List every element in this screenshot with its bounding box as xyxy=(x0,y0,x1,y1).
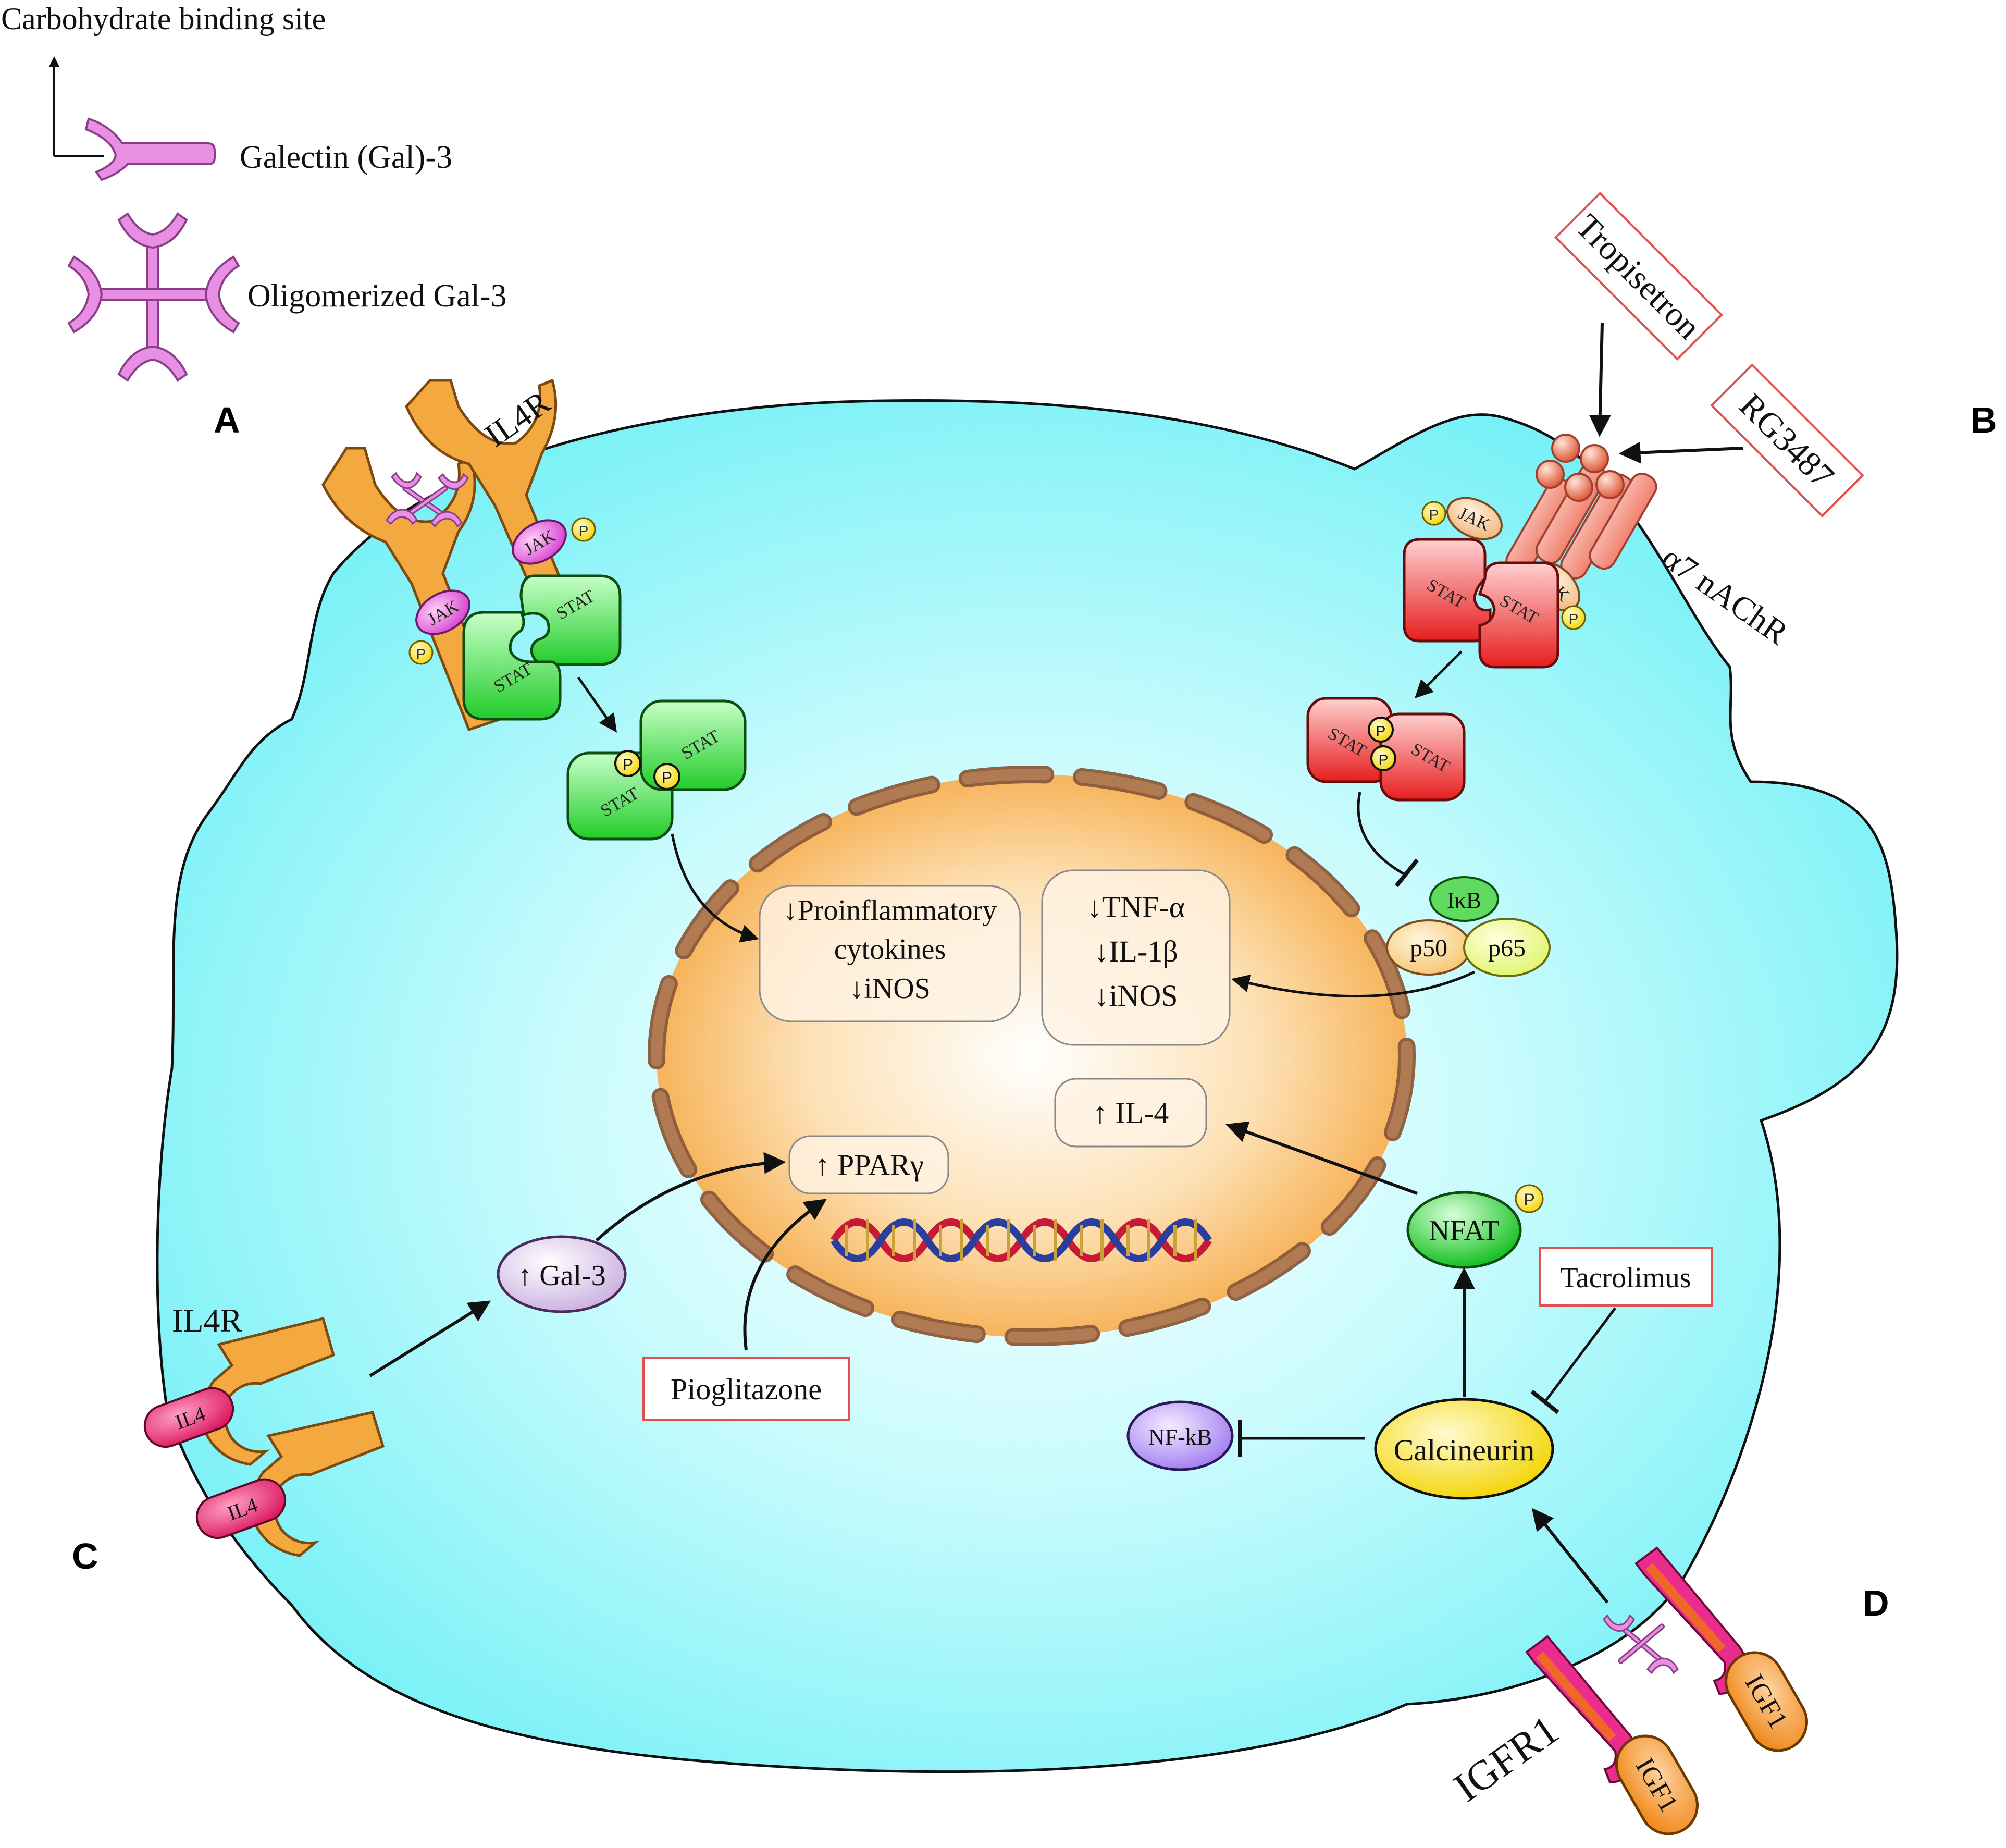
jak-icon: JAK xyxy=(415,589,470,635)
dna-helix-icon xyxy=(831,1218,1212,1262)
svg-text:P: P xyxy=(579,523,589,539)
igf1-ligand-icon: IGF1 xyxy=(1725,1651,1808,1752)
arrow-pioglitazone-to-ppar xyxy=(743,1199,827,1350)
svg-text:Calcineurin: Calcineurin xyxy=(1394,1433,1535,1467)
svg-text:NF-kB: NF-kB xyxy=(1148,1424,1212,1450)
nucleus-box-proinflammatory: ↓Proinflammatory cytokines ↓iNOS xyxy=(759,885,1021,1022)
p65-icon: p65 xyxy=(1463,918,1551,977)
legend: Carbohydrate binding site Galectin (Gal)… xyxy=(1,2,507,382)
inhibit-calcineurin xyxy=(1544,1307,1616,1403)
stat-dimer-phosphorylated: STAT STAT P P xyxy=(1306,697,1466,802)
svg-text:P: P xyxy=(1569,611,1579,627)
svg-text:↑ IL-4: ↑ IL-4 xyxy=(1093,1096,1169,1130)
svg-text:p65: p65 xyxy=(1488,934,1526,962)
jak-icon: JAK xyxy=(512,519,567,565)
svg-text:P: P xyxy=(1379,751,1389,768)
phosphate-icon: P xyxy=(408,640,434,665)
igfr1-label: IGFR1 xyxy=(1446,1707,1567,1811)
svg-text:↓iNOS: ↓iNOS xyxy=(849,972,931,1005)
panel-a-il4r-complex: JAK P JAK P STAT STAT IL4R ST xyxy=(321,378,759,943)
gal3-icon: ↑ Gal-3 xyxy=(497,1235,627,1313)
svg-text:↓TNF-α: ↓TNF-α xyxy=(1087,890,1185,924)
arrow-gal3-to-ppar xyxy=(595,1152,786,1242)
stat-icon: STAT xyxy=(1403,538,1492,643)
svg-text:cytokines: cytokines xyxy=(834,933,946,966)
nucleus-box-il4: ↑ IL-4 xyxy=(1054,1078,1207,1148)
stat-icon: STAT xyxy=(519,574,622,666)
oligomerized-gal3-icon xyxy=(67,212,240,382)
svg-text:Tacrolimus: Tacrolimus xyxy=(1560,1262,1691,1294)
arrow-stat-green xyxy=(577,676,617,733)
svg-text:Tropisetron: Tropisetron xyxy=(1568,207,1708,347)
stat-icon: STAT xyxy=(462,611,562,721)
a7-nachr-receptor-icon xyxy=(1505,434,1657,580)
svg-text:↓Proinflammatory: ↓Proinflammatory xyxy=(783,894,997,927)
svg-text:P: P xyxy=(662,769,672,786)
svg-text:P: P xyxy=(1429,507,1439,523)
arrow-nfat-to-il4 xyxy=(1225,1121,1418,1195)
svg-text:↑ PPARγ: ↑ PPARγ xyxy=(815,1148,924,1182)
panel-label-a: A xyxy=(214,400,240,440)
arrow-il4r-to-gal3 xyxy=(369,1300,491,1377)
svg-text:↓IL-1β: ↓IL-1β xyxy=(1094,934,1178,968)
stat-dimer-phosphorylated: STAT STAT P P xyxy=(566,699,747,841)
panel-label-b: B xyxy=(1971,400,1997,440)
calcineurin-icon: Calcineurin xyxy=(1374,1398,1554,1500)
nucleus-box-ppar: ↑ PPARγ xyxy=(788,1135,949,1194)
svg-text:NFAT: NFAT xyxy=(1429,1215,1500,1247)
drug-box-tropisetron: Tropisetron xyxy=(1554,192,1723,361)
arrow-tropisetron xyxy=(1589,323,1611,437)
svg-text:P: P xyxy=(1524,1190,1534,1209)
arrow-nfkb-to-nucleus xyxy=(1231,970,1476,998)
galectin-monomer-icon xyxy=(84,117,216,181)
il4r-left-label: IL4R xyxy=(172,1302,242,1339)
inhibit-ikb xyxy=(1357,792,1408,877)
svg-text:↓iNOS: ↓iNOS xyxy=(1094,979,1178,1013)
p50-icon: p50 xyxy=(1386,919,1471,976)
jak-icon: JAK xyxy=(1446,497,1503,540)
ikb-icon: IκB xyxy=(1429,876,1499,922)
legend-binding-site-label: Carbohydrate binding site xyxy=(1,2,326,36)
nucleus-box-cytokines: ↓TNF-α ↓IL-1β ↓iNOS xyxy=(1041,869,1231,1046)
phosphate-icon: P xyxy=(1561,605,1586,630)
legend-oligomer-label: Oligomerized Gal-3 xyxy=(247,278,507,314)
drug-box-rg3487: RG3487 xyxy=(1710,363,1864,518)
panel-label-d: D xyxy=(1863,1583,1889,1623)
arrow-stat-to-nucleus xyxy=(671,833,759,943)
phosphate-icon: P xyxy=(1421,501,1446,526)
nfat-icon: NFAT xyxy=(1406,1191,1522,1269)
arrow-igfr1-to-calcineurin xyxy=(1531,1508,1609,1604)
panel-label-c: C xyxy=(72,1536,98,1576)
il4-ligand-icon: IL4 xyxy=(195,1478,287,1539)
igf1-ligand-icon: IGF1 xyxy=(1615,1734,1699,1835)
arrow-stat-red xyxy=(1415,650,1463,698)
svg-text:P: P xyxy=(1376,723,1386,739)
svg-text:↑ Gal-3: ↑ Gal-3 xyxy=(517,1260,606,1292)
drug-box-pioglitazone: Pioglitazone xyxy=(642,1357,850,1421)
stat-icon: STAT xyxy=(1478,561,1559,669)
nucleus: ↓Proinflammatory cytokines ↓iNOS ↓TNF-α … xyxy=(648,766,1416,1346)
panel-d-igfr1-complex: IGF1 IGF1 IGFR1 Calcineurin Tacrolimus xyxy=(1126,1121,1808,1835)
svg-text:IκB: IκB xyxy=(1447,888,1481,913)
phosphate-icon: P xyxy=(571,517,596,542)
svg-text:P: P xyxy=(623,756,633,773)
legend-galectin-label: Galectin (Gal)-3 xyxy=(240,140,452,175)
il4-ligand-icon: IL4 xyxy=(143,1387,234,1448)
oligomerized-gal3-icon xyxy=(386,472,469,528)
phosphate-icon: P xyxy=(1515,1184,1544,1213)
drug-box-tacrolimus: Tacrolimus xyxy=(1539,1247,1713,1307)
nfkb-icon: NF-kB xyxy=(1126,1400,1234,1471)
svg-text:Pioglitazone: Pioglitazone xyxy=(671,1372,822,1406)
svg-text:p50: p50 xyxy=(1410,934,1447,962)
oligomerized-gal3-icon xyxy=(1603,1614,1679,1674)
panel-c-il4-complex: IL4 IL4 IL4R ↑ Gal-3 Pioglitazone xyxy=(143,1152,850,1557)
arrow-rg3487 xyxy=(1618,441,1743,464)
svg-text:P: P xyxy=(416,646,426,662)
